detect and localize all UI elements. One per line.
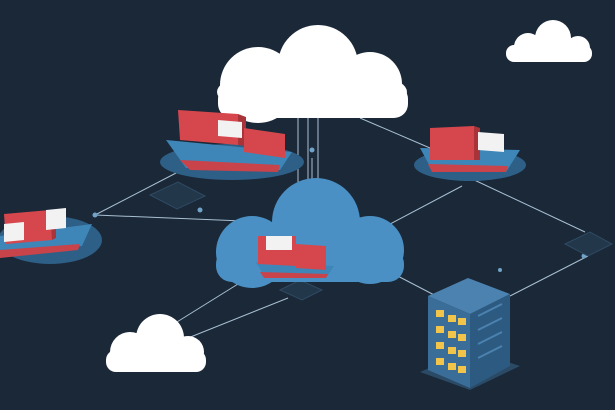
node-panel-left [148, 181, 207, 210]
server-side-grills [477, 303, 503, 359]
container-ship-icon [256, 236, 334, 278]
server-building-icon [420, 278, 520, 390]
link-ship-left-to-ship-top [94, 171, 179, 216]
cloud-icon [506, 20, 592, 62]
container-ship-icon [160, 110, 304, 180]
link-ship-right-to-node [469, 177, 586, 233]
link-server-to-node [509, 255, 589, 297]
container-ship-icon [414, 126, 526, 181]
node-panel-center [278, 279, 324, 301]
link-white-cloud-to-ship-right [359, 117, 431, 149]
cloud-icon [217, 25, 408, 123]
cloud-icon [106, 314, 206, 372]
server-window-lights [436, 310, 466, 373]
node-panels [148, 181, 614, 301]
container-ship-icon [0, 208, 102, 264]
node-panel-right [563, 231, 614, 257]
